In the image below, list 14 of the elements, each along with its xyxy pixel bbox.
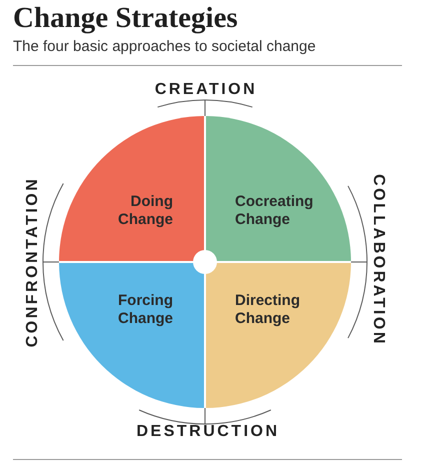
quadrant-sector	[205, 262, 351, 408]
sector-label: Forcing Change	[118, 292, 173, 328]
axis-label: CREATION	[154, 82, 258, 98]
sector-label: Doing Change	[118, 193, 173, 229]
subtitle: The four basic approaches to societal change	[13, 37, 316, 56]
sector-label: Directing Change	[235, 292, 300, 328]
title: Change Strategies	[13, 1, 238, 35]
axis-label: CONFRONTATION	[25, 176, 41, 348]
quadrant-sector	[205, 116, 351, 262]
axis-label: DESTRUCTION	[136, 424, 280, 440]
axis-label: COLLABORATION	[370, 174, 386, 346]
quadrant-sector	[59, 116, 205, 262]
quadrant-sector	[59, 262, 205, 408]
sector-label: Cocreating Change	[235, 193, 314, 229]
